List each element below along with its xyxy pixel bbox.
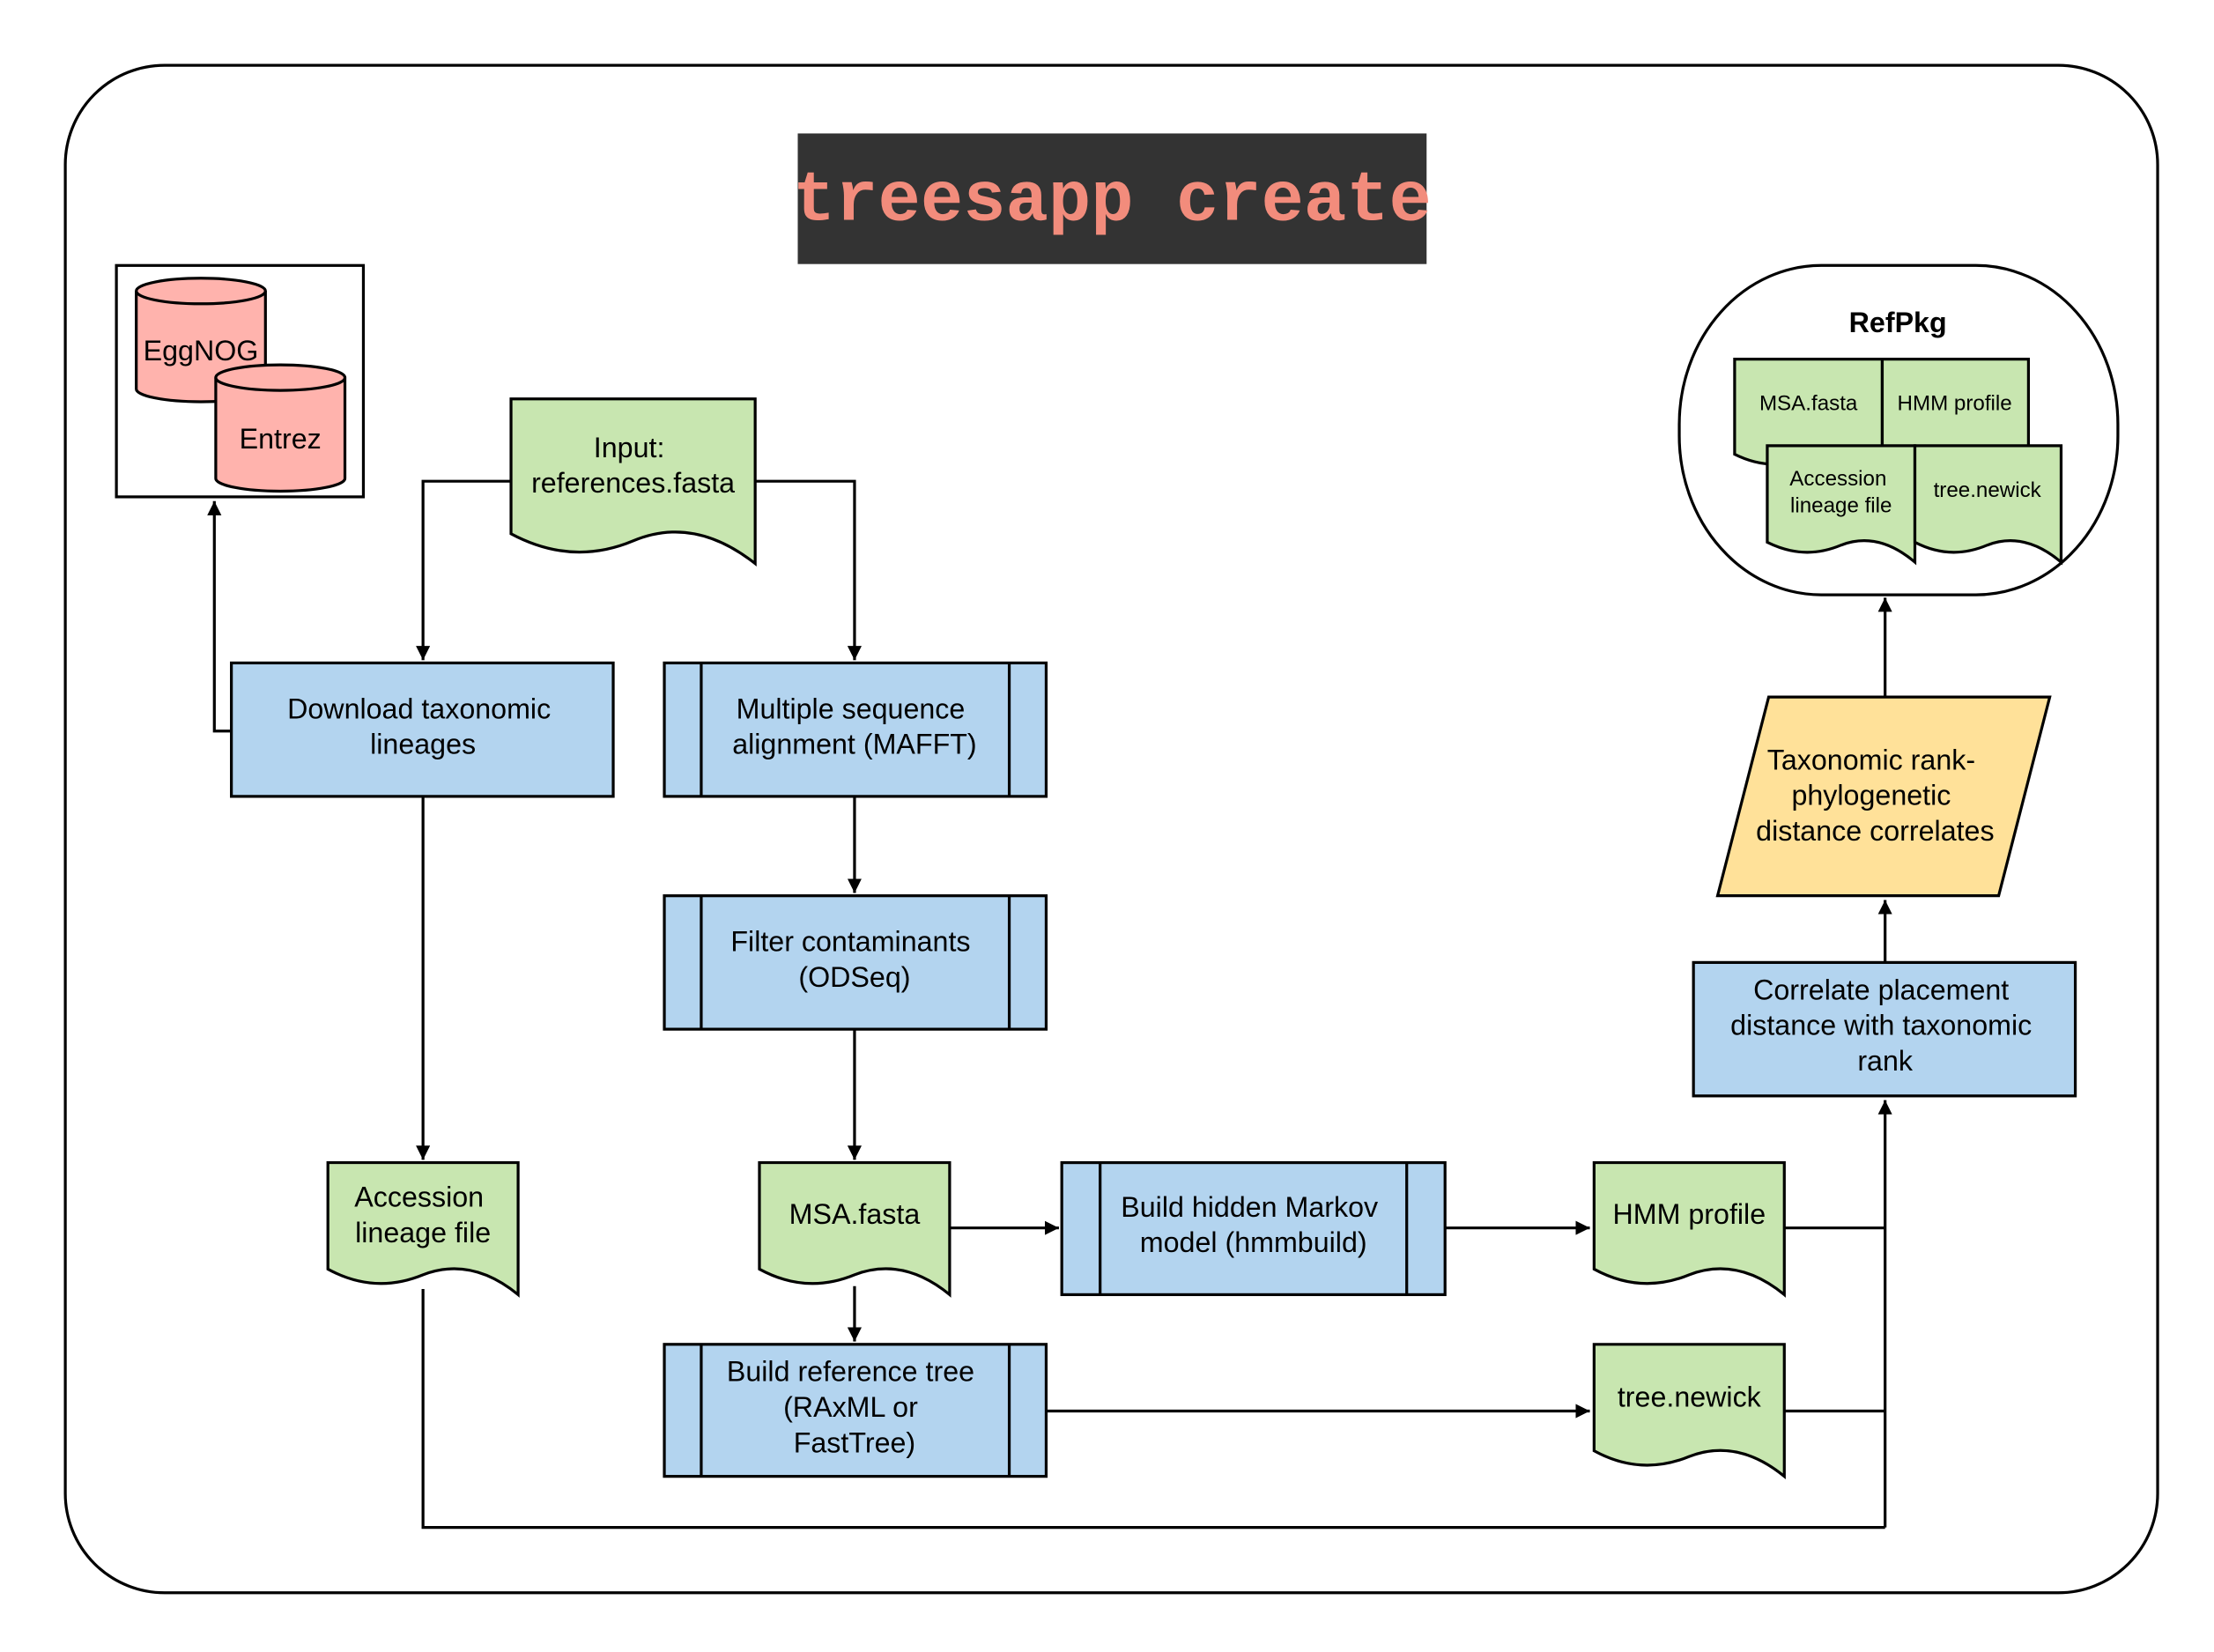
build-reference-tree-process: Build reference tree (RAxML or FastTree) xyxy=(663,1343,1048,1478)
accession-label-line-1: Accession xyxy=(354,1182,484,1213)
svg-text:Build reference tree (: Build reference tree (RAxML or FastTree) xyxy=(727,1356,982,1459)
filter-label-line-1: Filter contaminants xyxy=(730,926,970,958)
svg-text:Download taxonomic lin: Download taxonomic lineages xyxy=(287,693,559,759)
refpkg-accession-label-line-1: Accession xyxy=(1789,467,1886,491)
svg-text:Input: references.fast: Input: references.fasta xyxy=(531,432,735,499)
arrow-input-to-msa xyxy=(755,479,862,661)
download-lineages-process: Download taxonomic lineages xyxy=(230,661,615,798)
build-tree-label-line-3: FastTree) xyxy=(794,1426,915,1458)
tree-newick-label: tree.newick xyxy=(1618,1382,1762,1413)
diagram-title: treesapp create xyxy=(793,162,1432,242)
svg-text:Correlate placement di: Correlate placement distance with taxono… xyxy=(1730,974,2040,1077)
entrez-database-icon: Entrez xyxy=(214,363,347,493)
svg-text:Accession lineage fi: Accession lineage file xyxy=(1789,467,1892,518)
hmmbuild-process: Build hidden Markov model (hmmbuild) xyxy=(1060,1160,1447,1297)
arrow-input-to-download xyxy=(416,479,512,661)
correlate-placement-process: Correlate placement distance with taxono… xyxy=(1692,960,2077,1098)
refpkg-accession-document: Accession lineage file xyxy=(1766,444,1917,566)
input-references-document: Input: references.fasta xyxy=(509,397,757,567)
tree-newick-document: tree.newick xyxy=(1592,1343,1786,1480)
hmmbuild-label-line-1: Build hidden Markov xyxy=(1121,1191,1378,1223)
msa-label-line-1: Multiple sequence xyxy=(737,693,966,724)
hmm-profile-label: HMM profile xyxy=(1612,1198,1766,1230)
taxonomic-label-line-3: distance correlates xyxy=(1756,815,1994,847)
correlate-label-line-1: Correlate placement xyxy=(1753,974,2009,1005)
taxonomic-correlates-data: Taxonomic rank- phylogenetic distance co… xyxy=(1715,695,2052,898)
line-accession-to-trunk xyxy=(421,1288,1885,1530)
filter-contaminants-process: Filter contaminants (ODSeq) xyxy=(663,894,1048,1031)
title-banner: treesapp create xyxy=(793,133,1432,264)
input-label-line-2: references.fasta xyxy=(531,467,735,499)
hmm-profile-document: HMM profile xyxy=(1592,1160,1786,1298)
build-tree-label-line-2: (RAxML or xyxy=(783,1391,918,1423)
eggnog-label: EggNOG xyxy=(144,335,259,367)
taxonomic-label-line-2: phylogenetic xyxy=(1791,780,1951,811)
accession-lineage-document: Accession lineage file xyxy=(326,1160,520,1298)
svg-text:Filter contaminants (O: Filter contaminants (ODSeq) xyxy=(730,926,978,993)
database-group: EggNOG Entrez xyxy=(115,263,366,499)
svg-text:Taxonomic rank- phylog: Taxonomic rank- phylogenetic distance co… xyxy=(1756,744,1994,847)
connectors xyxy=(207,479,1892,1530)
refpkg-msa-label: MSA.fasta xyxy=(1759,392,1858,416)
accession-label-line-2: lineage file xyxy=(355,1217,491,1248)
title-background xyxy=(797,133,1427,264)
correlate-label-line-2: distance with taxonomic xyxy=(1730,1010,2032,1041)
filter-label-line-2: (ODSeq) xyxy=(798,961,910,993)
correlate-label-line-3: rank xyxy=(1857,1045,1914,1077)
svg-text:Accession lineage file: Accession lineage file xyxy=(354,1182,492,1248)
refpkg-hmm-label: HMM profile xyxy=(1898,392,2012,416)
refpkg-tree-label: tree.newick xyxy=(1934,478,2042,502)
input-label-line-1: Input: xyxy=(594,432,665,463)
build-tree-label-line-1: Build reference tree xyxy=(727,1356,974,1388)
refpkg-title: RefPkg xyxy=(1849,307,1947,338)
refpkg-container: RefPkg MSA.fasta HMM profile Accession l… xyxy=(1677,263,2120,596)
msa-fasta-label: MSA.fasta xyxy=(789,1198,921,1230)
msa-label-line-2: alignment (MAFFT) xyxy=(732,729,976,760)
msa-fasta-document: MSA.fasta xyxy=(758,1160,952,1298)
arrow-download-to-databases xyxy=(207,500,232,733)
refpkg-tree-document: tree.newick xyxy=(1913,444,2063,566)
download-label-line-2: lineages xyxy=(370,729,476,760)
refpkg-accession-label-line-2: lineage file xyxy=(1790,494,1892,518)
entrez-label: Entrez xyxy=(240,423,322,455)
msa-mafft-process: Multiple sequence alignment (MAFFT) xyxy=(663,661,1048,798)
svg-text:Multiple sequence alig: Multiple sequence alignment (MAFFT) xyxy=(732,693,976,759)
svg-text:Build hidden Markov mo: Build hidden Markov model (hmmbuild) xyxy=(1121,1191,1386,1258)
hmmbuild-label-line-2: model (hmmbuild) xyxy=(1140,1226,1367,1258)
download-label-line-1: Download taxonomic xyxy=(287,693,551,724)
taxonomic-label-line-1: Taxonomic rank- xyxy=(1767,744,1975,775)
